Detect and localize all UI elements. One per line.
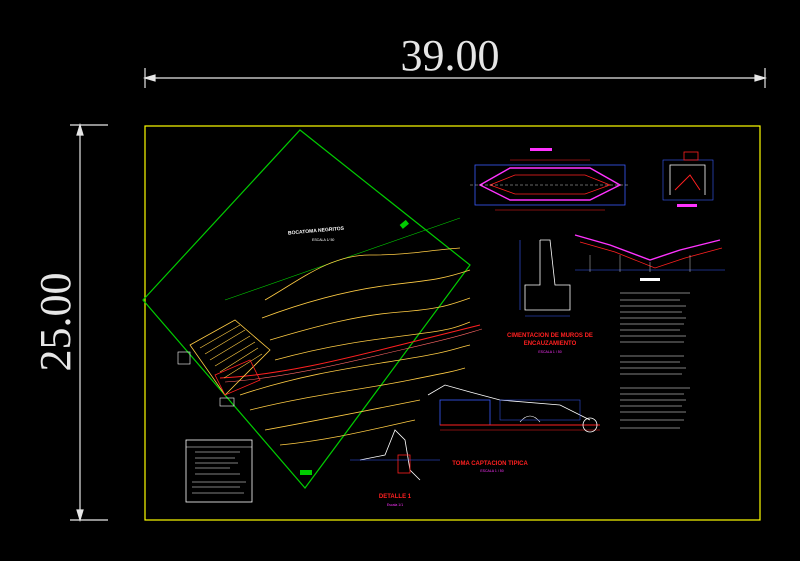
legend-border — [185, 439, 253, 503]
height-arrow-bottom — [76, 509, 84, 523]
width-dimension-label: 39.00 — [401, 31, 500, 80]
contour-5 — [239, 344, 471, 396]
section-title-line1: CIMENTACION DE MUROS DE — [507, 333, 593, 339]
north-marker-top — [399, 219, 409, 229]
height-dimension-label: 25.00 — [31, 273, 80, 372]
width-arrow-left — [142, 74, 156, 82]
plan-title: BOCATOMA NEGRITOS — [288, 226, 345, 237]
intake-blue-box-2 — [499, 399, 581, 421]
channel-plan-view[interactable] — [470, 148, 630, 211]
contour-6 — [249, 367, 466, 411]
intake-red-outline — [214, 359, 261, 396]
section-scale: ESCALA 1 / 50 — [538, 350, 561, 354]
small-section-walls — [669, 164, 706, 195]
detail-scale: Escala 1/1 — [387, 503, 403, 507]
contour-7 — [264, 399, 421, 431]
height-dimension[interactable] — [70, 122, 108, 523]
plan-frame[interactable] — [142, 129, 471, 489]
contour-2 — [261, 269, 471, 319]
plan-scale: ESCALA 1/ 50 — [312, 238, 334, 242]
intake-outline — [189, 319, 271, 396]
wall-outline — [524, 239, 571, 311]
small-section-title-bar — [677, 204, 697, 207]
wall-foundation-section[interactable] — [519, 239, 571, 317]
intake-scale: ESCALA 1 / 50 — [480, 469, 503, 473]
river-channel-line-2 — [224, 328, 483, 383]
width-arrow-right — [754, 74, 768, 82]
materials-table-2[interactable] — [620, 387, 690, 429]
legend-box[interactable] — [185, 439, 253, 503]
legend-lines — [192, 451, 246, 494]
small-section-cap — [683, 151, 699, 161]
detail-red-box — [397, 454, 411, 474]
long-section-view[interactable] — [574, 234, 725, 281]
detail-profile — [359, 429, 421, 481]
contour-3 — [269, 297, 471, 341]
materials-table-1[interactable] — [620, 292, 690, 375]
typical-intake-section[interactable] — [427, 384, 600, 433]
width-dimension[interactable] — [142, 68, 768, 88]
long-section-profile-2 — [579, 241, 723, 269]
topo-contours[interactable] — [239, 247, 471, 446]
intake-valve — [582, 417, 598, 433]
north-marker-bottom — [300, 470, 312, 475]
contour-1 — [264, 247, 461, 301]
intake-structure-plan[interactable] — [177, 319, 271, 407]
channel-plan-title-bar — [530, 148, 552, 151]
intake-title: TOMA CAPTACION TIPICA — [452, 461, 528, 467]
long-section-profile — [574, 234, 721, 261]
intake-hatch — [199, 324, 263, 379]
intake-outlet — [219, 397, 235, 407]
contour-4 — [274, 321, 471, 361]
sheet-border[interactable] — [144, 125, 761, 521]
intake-gate — [177, 351, 191, 365]
detail-1-drawing[interactable] — [350, 429, 440, 481]
small-section-red — [674, 174, 701, 191]
long-section-title-bar — [640, 278, 660, 281]
intake-ground-line — [427, 384, 591, 421]
section-title-line2: ENCAUZAMIENTO — [524, 341, 577, 347]
height-arrow-top — [76, 122, 84, 136]
small-section-view[interactable] — [662, 151, 714, 207]
river-channel-line[interactable] — [219, 324, 481, 379]
long-section-stations — [589, 255, 691, 272]
contour-8 — [279, 419, 416, 446]
detail-title: DETALLE 1 — [379, 494, 412, 500]
